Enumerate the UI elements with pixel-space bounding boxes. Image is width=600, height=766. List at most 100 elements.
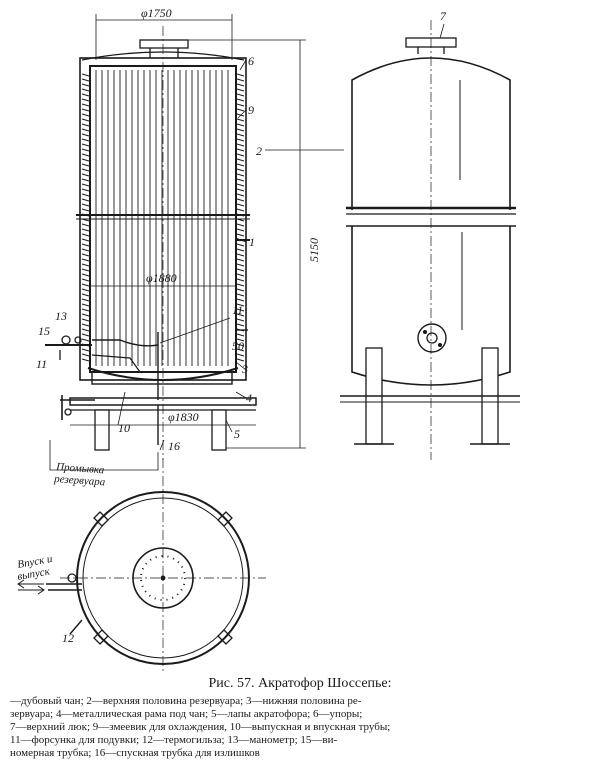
coil-turn (236, 323, 245, 327)
coil-turn (81, 83, 90, 87)
annotations: Промывка резервуара Впуск и выпуск (16, 461, 106, 583)
caption-line: зервуара; 4—металлическая рама под чан; … (10, 708, 363, 720)
coil-turn (236, 198, 245, 202)
part-6: 6 (248, 54, 254, 68)
wash-label-line-2: резервуара (53, 473, 106, 489)
coil-turn (236, 333, 245, 337)
coil-turn (236, 208, 245, 212)
coil-turn (81, 123, 90, 127)
caption-title: Рис. 57. Акратофор Шоссепье: (208, 676, 392, 691)
coil-turn (236, 88, 245, 92)
coil-turn (236, 288, 245, 292)
dim-height: 5150 (307, 238, 321, 262)
coil-turn (81, 128, 90, 132)
coil-turn (81, 168, 90, 172)
staves (95, 70, 229, 366)
part-4: 4 (246, 391, 252, 405)
bottom-support (91, 371, 233, 385)
dim-offset: 50 (232, 339, 244, 353)
coil-turn (236, 203, 245, 207)
coil-turn (81, 73, 90, 77)
part-1: 1 (249, 235, 255, 249)
coil-turn (81, 348, 90, 352)
coil-turn (236, 183, 245, 187)
coil-turn (236, 158, 245, 162)
coil-turn (236, 153, 245, 157)
coil-turn (81, 103, 90, 107)
coil-turn (236, 138, 245, 142)
part-3: 3 (241, 362, 248, 376)
part-11-upper: 11 (232, 303, 243, 317)
coil-turn (81, 243, 90, 247)
technical-drawing: φ1750 φ1880 φ1830 50 5150 6 9 2 1 3 4 5 … (16, 6, 520, 676)
coil-turn (236, 313, 245, 317)
coil-turn (81, 183, 90, 187)
dim-inner-diameter: φ1880 (146, 271, 177, 285)
coil-turn (81, 288, 90, 292)
coil-turn (236, 353, 245, 357)
coil-turn (81, 248, 90, 252)
coil-turn (236, 293, 245, 297)
coil-turn (236, 128, 245, 132)
coil-turn (236, 98, 245, 102)
coil-turn (81, 228, 90, 232)
part-10: 10 (118, 421, 130, 435)
dim-top-width: φ1750 (141, 6, 172, 20)
coil-turn (81, 93, 90, 97)
coil-turn (236, 243, 245, 247)
coil-turn (236, 348, 245, 352)
coil-turn (81, 143, 90, 147)
coil-turn (81, 233, 90, 237)
coil-turn (236, 228, 245, 232)
coil-turn (236, 263, 245, 267)
coil-turn (236, 358, 245, 362)
plan-view (17, 458, 266, 676)
coil-turn (81, 323, 90, 327)
leg-right (211, 409, 227, 451)
coil-turn (236, 93, 245, 97)
coil-turn (81, 328, 90, 332)
part-9: 9 (248, 103, 254, 117)
coil-turn (236, 303, 245, 307)
part-7: 7 (440, 9, 447, 23)
part-labels: 6 9 2 1 3 4 5 11 7 13 15 11 10 16 12 (36, 9, 447, 645)
inlet-label-line-2: выпуск (16, 565, 51, 583)
exterior-view (340, 20, 520, 460)
coil-turn (81, 108, 90, 112)
coil-turn (81, 338, 90, 342)
coil-turn (236, 343, 245, 347)
coil-turn (81, 98, 90, 102)
coil-turn (236, 233, 245, 237)
wash-label-line-1: Промывка (55, 461, 105, 476)
coil-turn (81, 268, 90, 272)
coil-turn (236, 278, 245, 282)
coil-turn (236, 248, 245, 252)
caption-line: 11—форсунка для подувки; 12—термогильза;… (10, 734, 338, 746)
dim-frame-width: φ1830 (168, 410, 199, 424)
caption-legend: —дубовый чан; 2—верхняя половина резерву… (10, 695, 590, 760)
coil-turn (236, 178, 245, 182)
part-12: 13 (55, 309, 67, 323)
coil-turn (81, 303, 90, 307)
coil-turn (236, 168, 245, 172)
coil-turn (236, 273, 245, 277)
caption-line: номерная трубка; 16—спускная трубка для … (10, 747, 260, 759)
top-hatch (139, 39, 189, 49)
part-13: 15 (38, 324, 50, 338)
coil-turn (236, 318, 245, 322)
coil-turn (236, 173, 245, 177)
coil-turn (81, 208, 90, 212)
coil-turn (81, 223, 90, 227)
coil-turn (236, 103, 245, 107)
coil-turn (236, 78, 245, 82)
inspection-hatch (417, 323, 447, 353)
coil-turn (236, 83, 245, 87)
coil-turn (81, 203, 90, 207)
coil-turn (236, 118, 245, 122)
coil-turn (236, 298, 245, 302)
caption-line: —дубовый чан; 2—верхняя половина резерву… (10, 695, 362, 707)
coil-turn (81, 178, 90, 182)
coil-turn (236, 193, 245, 197)
coil-turn (81, 78, 90, 82)
coil-turn (236, 143, 245, 147)
